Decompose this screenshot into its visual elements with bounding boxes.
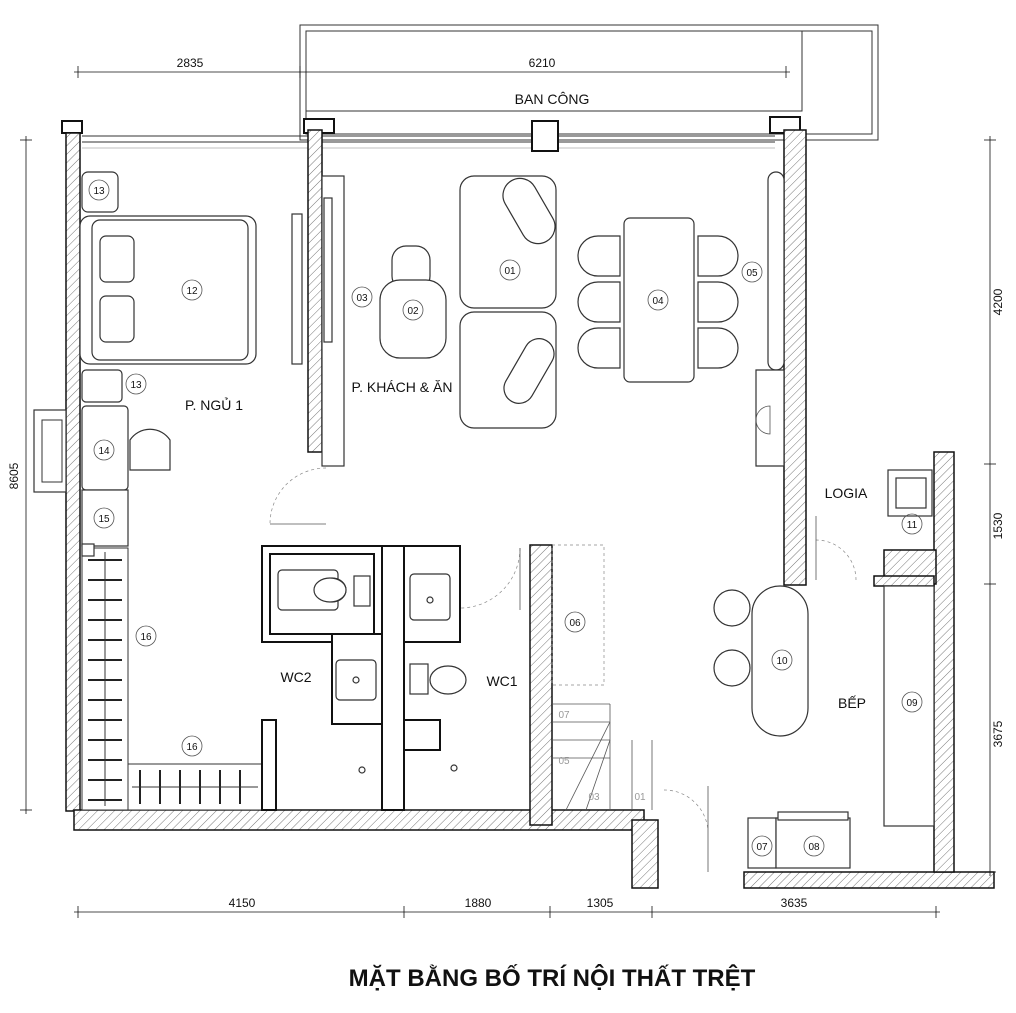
tag-16-horizontal: 16 (186, 742, 198, 753)
tag-05: 05 (746, 268, 758, 279)
stair-number-03: 03 (588, 792, 600, 803)
room-label-bedroom: P. NGỦ 1 (185, 396, 243, 413)
tag-16-vertical: 16 (140, 632, 152, 643)
dimension-right-2: 1530 (991, 512, 1005, 539)
dimension-top-2: 6210 (529, 56, 556, 70)
tag-02: 02 (407, 306, 419, 317)
room-label-kitchen: BẾP (838, 695, 866, 711)
stair-number-05: 05 (558, 756, 570, 767)
staircase (551, 544, 653, 811)
tag-13-bottom: 13 (130, 380, 142, 391)
tag-11: 11 (907, 520, 918, 531)
balcony-window (82, 135, 775, 149)
tag-09: 09 (906, 698, 918, 709)
room-label-living: P. KHÁCH & ĂN (352, 379, 453, 395)
dimension-top-1: 2835 (177, 56, 204, 70)
furniture-tags: 01 02 03 04 05 06 07 08 09 10 11 12 13 1… (88, 179, 923, 857)
tag-13-top: 13 (93, 186, 105, 197)
wardrobe-horizontal (127, 763, 263, 811)
room-label-balcony: BAN CÔNG (515, 91, 590, 107)
column-top-left (61, 120, 83, 134)
dimension-bottom-3: 1305 (587, 896, 614, 910)
column-top-center (531, 120, 559, 152)
tag-12: 12 (186, 286, 198, 297)
tag-08: 08 (808, 842, 820, 853)
wc-fixtures (277, 569, 467, 774)
dimension-left: 8605 (7, 462, 21, 489)
wardrobe-vertical (81, 547, 129, 811)
bedroom-furniture (79, 171, 257, 557)
tag-14: 14 (98, 446, 110, 457)
exterior-walls (65, 129, 995, 889)
tag-04: 04 (652, 296, 664, 307)
tag-06: 06 (569, 618, 581, 629)
room-label-wc2: WC2 (280, 669, 311, 685)
dimension-right-3: 3675 (991, 720, 1005, 747)
tag-03: 03 (356, 293, 368, 304)
room-label-wc1: WC1 (486, 673, 517, 689)
bedroom-bay-window (33, 409, 67, 493)
dimension-bottom-2: 1880 (465, 896, 492, 910)
plan-title: MẶT BẰNG BỐ TRÍ NỘI THẤT TRỆT (349, 964, 756, 992)
tag-07: 07 (756, 842, 768, 853)
tag-01: 01 (504, 266, 516, 277)
stair-number-07: 07 (558, 710, 570, 721)
living-furniture (379, 175, 557, 429)
cabinet-05 (755, 171, 785, 467)
dimension-lines (20, 66, 996, 918)
tv-wall-unit (291, 175, 345, 467)
tag-10: 10 (776, 656, 788, 667)
kitchen-fixtures (713, 469, 935, 869)
balcony-railing (299, 24, 879, 141)
dining-set (577, 217, 739, 383)
dimension-bottom-4: 3635 (781, 896, 808, 910)
dimension-bottom-1: 4150 (229, 896, 256, 910)
dimension-right-1: 4200 (991, 288, 1005, 315)
room-label-logia: LOGIA (825, 485, 868, 501)
door-swings (269, 467, 857, 872)
stair-number-01: 01 (634, 792, 646, 803)
tag-15: 15 (98, 514, 110, 525)
